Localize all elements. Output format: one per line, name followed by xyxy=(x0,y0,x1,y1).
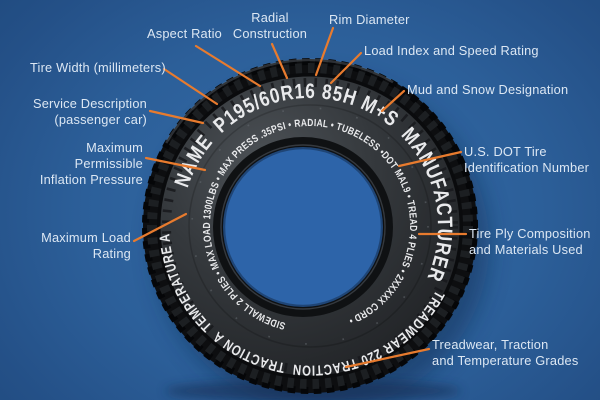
leader-line-mud-snow xyxy=(380,89,406,113)
leader-line-tire-width xyxy=(162,67,219,106)
sidewall-dots xyxy=(191,107,429,345)
label-aspect-ratio: Aspect Ratio xyxy=(147,26,222,41)
label-radial-construction: Radial Construction xyxy=(232,10,308,42)
shoulder-ticks xyxy=(162,78,458,374)
leader-line-radial-construction xyxy=(270,42,289,80)
leader-line-treadwear-grades xyxy=(344,347,431,369)
label-treadwear-grades: Treadwear, Traction and Temperature Grad… xyxy=(432,337,579,369)
leader-line-max-load xyxy=(132,212,188,243)
label-mud-snow: Mud and Snow Designation xyxy=(407,82,569,97)
label-service-description: Service Description (passenger car) xyxy=(32,96,147,128)
label-tire-width: Tire Width (millimeters) xyxy=(30,60,166,75)
leader-line-load-index xyxy=(329,51,363,85)
leader-line-aspect-ratio xyxy=(194,44,262,88)
tread-highlight xyxy=(165,58,394,144)
hub xyxy=(213,137,393,317)
leader-lines xyxy=(132,26,468,369)
leader-line-us-dot xyxy=(397,150,463,168)
label-tire-ply: Tire Ply Composition and Materials Used xyxy=(469,226,591,258)
label-rim-diameter: Rim Diameter xyxy=(329,12,410,27)
leader-line-max-pressure xyxy=(144,156,207,172)
hub-hole xyxy=(223,147,383,307)
leader-line-rim-diameter xyxy=(314,26,335,77)
label-us-dot: U.S. DOT Tire Identification Number xyxy=(464,144,590,176)
label-max-pressure: Maximum Permissible Inflation Pressure xyxy=(39,140,143,188)
label-load-index: Load Index and Speed Rating xyxy=(364,43,539,58)
label-max-load: Maximum Load Rating xyxy=(41,230,131,262)
leader-line-service-description xyxy=(148,109,205,125)
